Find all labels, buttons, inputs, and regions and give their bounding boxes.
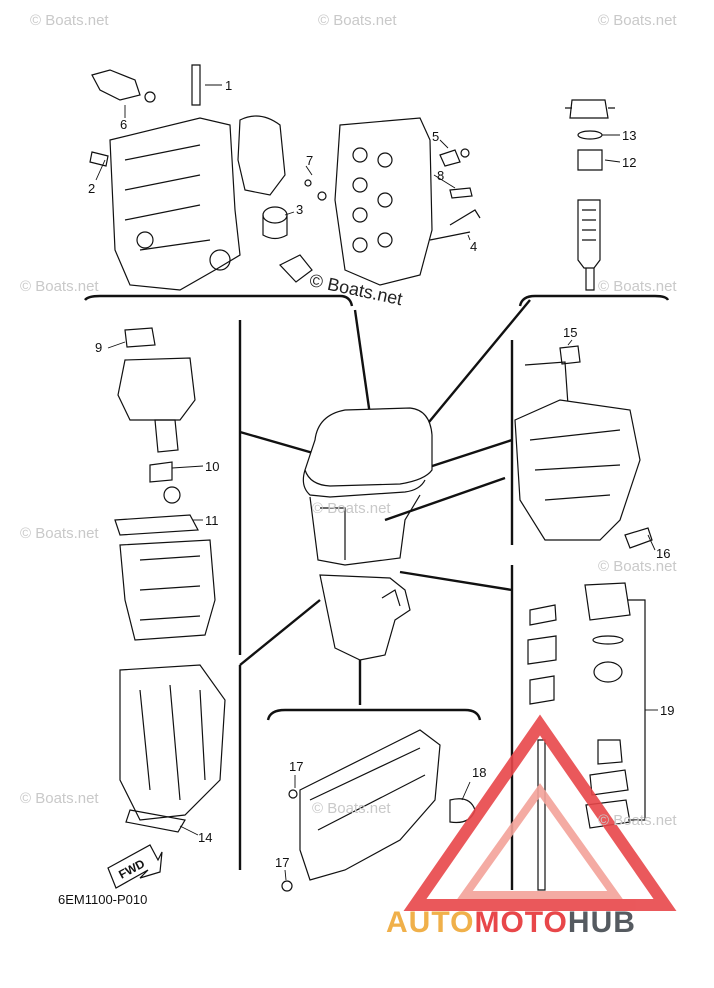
watermark-text: © Boats.net: [318, 12, 397, 29]
callout-10: 10: [205, 459, 220, 474]
top-section-divider-right: [518, 294, 670, 307]
watermark-text: © Boats.net: [20, 278, 99, 295]
vapor-separator: [117, 357, 196, 421]
part-8-spark-plug: [449, 187, 473, 199]
fuel-pump: [154, 419, 179, 453]
watermark-text: © Boats.net: [598, 12, 677, 29]
callout-1: 1: [225, 78, 233, 93]
callout-3: 3: [296, 202, 304, 217]
drive-shaft: [537, 739, 546, 891]
impeller: [597, 739, 623, 765]
watermark-text: © Boats.net: [30, 12, 109, 29]
callout-17-upper: 17: [289, 759, 304, 774]
exhaust-manifold: [237, 115, 286, 196]
part-12-filter-element: [577, 149, 603, 171]
part-10-fitting: [149, 461, 173, 483]
callout-4: 4: [470, 239, 478, 254]
cylinder-head: [334, 117, 433, 286]
watermark-text: © Boats.net: [312, 800, 391, 817]
engine-midsection: [309, 494, 421, 566]
fuel-filter-head: [569, 99, 609, 119]
part-15-fitting: [559, 345, 581, 365]
callout-19: 19: [660, 703, 675, 718]
upper-casing: [514, 399, 641, 541]
part-11-gasket: [114, 514, 199, 536]
automotohub-logo: AUTOMOTOHUB: [386, 906, 636, 940]
top-section-divider: [84, 294, 354, 307]
callout-14: 14: [198, 830, 213, 845]
intake-manifold: [119, 664, 226, 821]
logo-part-hub: HUB: [567, 906, 636, 939]
callout-12: 12: [622, 155, 637, 170]
part-13-o-ring: [577, 130, 603, 140]
water-pump-housing: [584, 582, 631, 621]
callout-17-lower: 17: [275, 855, 290, 870]
engine-cowling: [304, 407, 433, 487]
watermark-text: © Boats.net: [312, 500, 391, 517]
callout-9: 9: [95, 340, 103, 355]
watermark-text: © Boats.net: [598, 558, 677, 575]
callout-13: 13: [622, 128, 637, 143]
callout-5: 5: [432, 129, 440, 144]
lower-gear-case: [299, 729, 441, 881]
part-14-plate: [125, 809, 186, 833]
watermark-text: © Boats.net: [20, 525, 99, 542]
lower-unit-bracket: [266, 708, 482, 721]
part-1-bolt: [191, 64, 201, 106]
engine-lower-unit: [319, 574, 411, 661]
logo-part-moto: MOTO: [474, 906, 568, 939]
watermark-text: © Boats.net: [20, 790, 99, 807]
callout-18: 18: [472, 765, 487, 780]
logo-part-auto: AUTO: [386, 906, 475, 939]
callout-7: 7: [306, 153, 314, 168]
fwd-arrow: [107, 844, 163, 889]
part-4-anode: [449, 209, 481, 226]
watermark-text: © Boats.net: [598, 812, 677, 829]
watermark-text: © Boats.net: [598, 278, 677, 295]
callout-16: 16: [656, 546, 671, 561]
part-6-thermostat-cover: [91, 69, 141, 101]
part-5-sensor: [439, 149, 461, 167]
automotohub-triangle: [403, 714, 677, 911]
callout-6: 6: [120, 117, 128, 132]
part-19-bracket: [628, 599, 646, 821]
callout-15: 15: [563, 325, 578, 340]
callout-2: 2: [88, 181, 96, 196]
part-16-grommet: [624, 527, 653, 549]
part-2-pin: [89, 151, 109, 167]
diagram-code: 6EM1100-P010: [58, 892, 148, 907]
part-9-gasket: [124, 327, 156, 348]
callout-11: 11: [205, 513, 219, 528]
oil-pan: [119, 539, 216, 641]
callout-8: 8: [437, 168, 445, 183]
cylinder-block: [109, 117, 241, 291]
part-3-thermostat: [279, 254, 313, 283]
